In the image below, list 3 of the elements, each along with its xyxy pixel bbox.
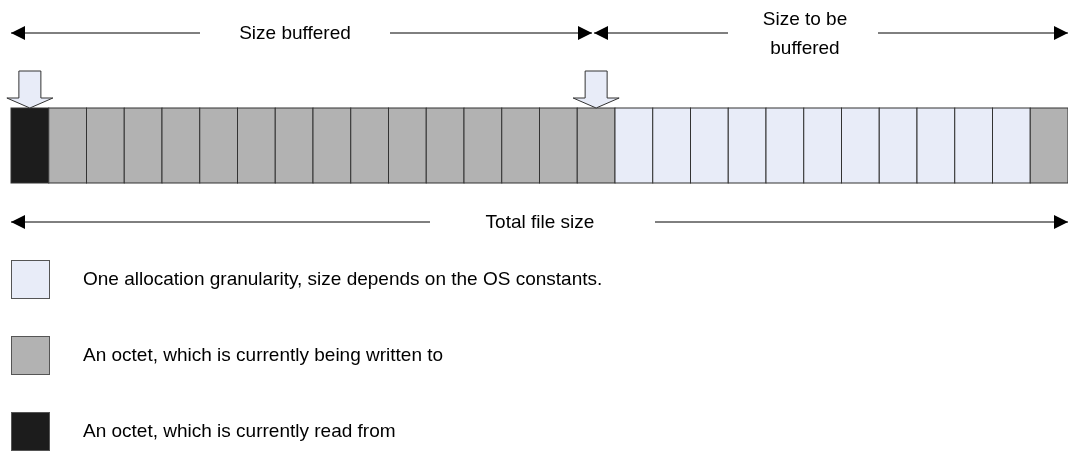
legend-text: An octet, which is currently read from — [83, 420, 396, 442]
legend-text: An octet, which is currently being written to — [83, 344, 444, 366]
legend-text: One allocation granularity, size depends on the OS constants. — [83, 268, 603, 290]
